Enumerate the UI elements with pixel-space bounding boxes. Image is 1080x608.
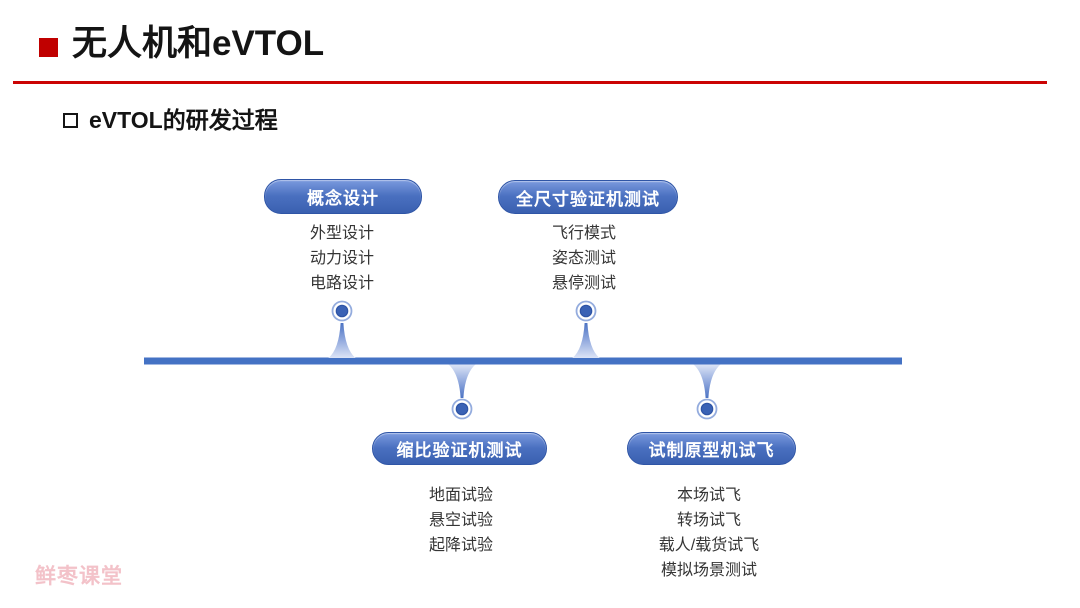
timeline-connector-spike-down-2	[693, 364, 721, 398]
stage-list-item: 模拟场景测试	[660, 562, 757, 579]
stage-list-item: 动力设计	[309, 250, 374, 267]
timeline-node-dot-3	[451, 398, 473, 420]
stage-list-scaled-test: 地面试验 悬空试验 起降试验	[361, 483, 561, 558]
timeline-node-dot-2	[575, 300, 597, 322]
stage-list-item: 地面试验	[428, 487, 493, 504]
subtitle-bullet-square-icon	[63, 113, 78, 128]
stage-badge-prototype-flight: 试制原型机试飞	[627, 432, 796, 465]
section-title: eVTOL的研发过程	[89, 107, 278, 133]
stage-list-item: 外型设计	[309, 225, 374, 242]
stage-list-item: 起降试验	[428, 537, 493, 554]
stage-list-concept-design: 外型设计 动力设计 电路设计	[242, 221, 442, 296]
stage-badge-fullscale-test: 全尺寸验证机测试	[498, 180, 678, 214]
timeline-node-dot-1	[331, 300, 353, 322]
stage-list-item: 本场试飞	[676, 487, 741, 504]
timeline-connector-spike-up-2	[572, 323, 600, 358]
page-title: 无人机和eVTOL	[72, 24, 325, 63]
stage-list-item: 飞行模式	[551, 225, 616, 242]
timeline-connector-spike-down-1	[448, 364, 476, 398]
stage-list-item: 转场试飞	[676, 512, 741, 529]
timeline-node-dot-4	[696, 398, 718, 420]
stage-list-fullscale-test: 飞行模式 姿态测试 悬停测试	[484, 221, 684, 296]
stage-list-item: 姿态测试	[551, 250, 616, 267]
watermark-text: 鲜枣课堂	[35, 565, 123, 588]
stage-list-item: 悬空试验	[428, 512, 493, 529]
title-divider-line	[13, 81, 1047, 84]
stage-list-prototype-flight: 本场试飞 转场试飞 载人/载货试飞 模拟场景测试	[609, 483, 809, 583]
stage-list-item: 电路设计	[309, 275, 374, 292]
stage-badge-scaled-test: 缩比验证机测试	[372, 432, 547, 465]
stage-badge-concept-design: 概念设计	[264, 179, 422, 214]
title-bullet-square-icon	[39, 38, 58, 57]
stage-list-item: 悬停测试	[551, 275, 616, 292]
timeline-connector-spike-up-1	[328, 323, 356, 358]
timeline-bar	[144, 357, 902, 365]
stage-list-item: 载人/载货试飞	[658, 537, 760, 554]
